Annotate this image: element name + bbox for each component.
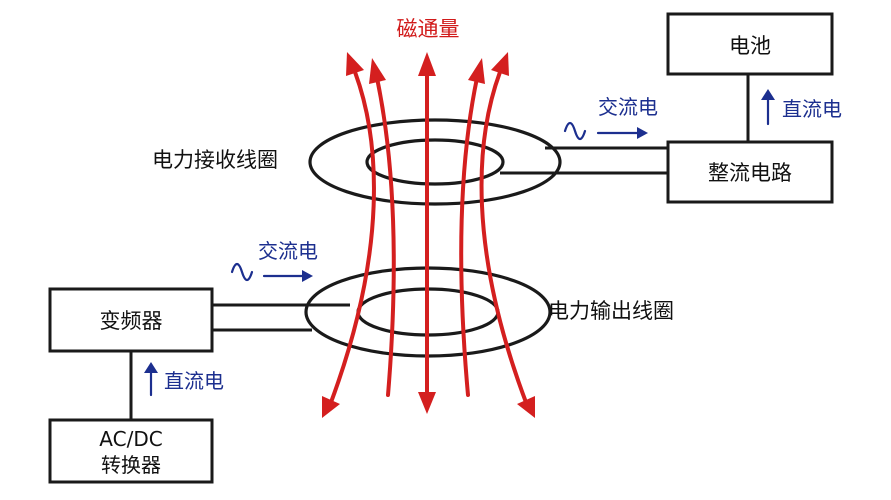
- ac-bottom-label: 交流电: [258, 239, 318, 263]
- flux-line-outer-left: [328, 70, 376, 407]
- dc-top-arrow-icon: [761, 89, 775, 126]
- rectifier-label: 整流电路: [708, 161, 792, 185]
- ac-top-wave-icon: [563, 121, 587, 141]
- flux-arrowhead-outer-right-bottom: [517, 396, 535, 418]
- dc-bottom-label: 直流电: [164, 369, 224, 393]
- rectifier-box: [666, 140, 834, 204]
- battery-label: 电池: [729, 34, 771, 58]
- flux-arrowhead-inner-left-top: [369, 58, 386, 84]
- receiver-coil-inner: [365, 138, 505, 186]
- battery-box: [666, 12, 834, 76]
- flux-arrowhead-outer-left-bottom: [322, 396, 340, 418]
- flux-arrowhead-center-bottom: [418, 392, 436, 414]
- dc-top-label: 直流电: [782, 97, 842, 121]
- receiver-coil-label: 电力接收线圈: [152, 148, 278, 172]
- ac-bottom-arrow-icon: [262, 270, 313, 282]
- acdc-label-line1: AC/DC: [99, 427, 162, 451]
- flux-lines: [322, 52, 535, 418]
- flux-line-inner-left: [375, 76, 396, 397]
- ac-top-arrow-icon: [596, 127, 648, 139]
- magnetic-flux-label: 磁通量: [397, 17, 460, 41]
- flux-arrowhead-inner-right-top: [468, 58, 485, 84]
- flux-arrowhead-outer-right-top: [491, 52, 509, 76]
- inverter-label: 变频器: [100, 309, 163, 333]
- flux-arrowhead-outer-left-top: [346, 52, 364, 76]
- transmitter-coil-label: 电力输出线圈: [548, 299, 674, 323]
- dc-bottom-arrow-icon: [144, 362, 158, 397]
- ac-bottom-wave-icon: [230, 262, 254, 282]
- receiver-coil-outer: [308, 118, 562, 206]
- flux-arrowhead-center-top: [418, 52, 436, 76]
- acdc-label-line2: 转换器: [101, 453, 161, 477]
- flux-line-inner-right: [459, 76, 479, 397]
- ac-top-label: 交流电: [598, 95, 658, 119]
- acdc-converter-box: [48, 418, 214, 484]
- flux-line-outer-right: [479, 70, 529, 407]
